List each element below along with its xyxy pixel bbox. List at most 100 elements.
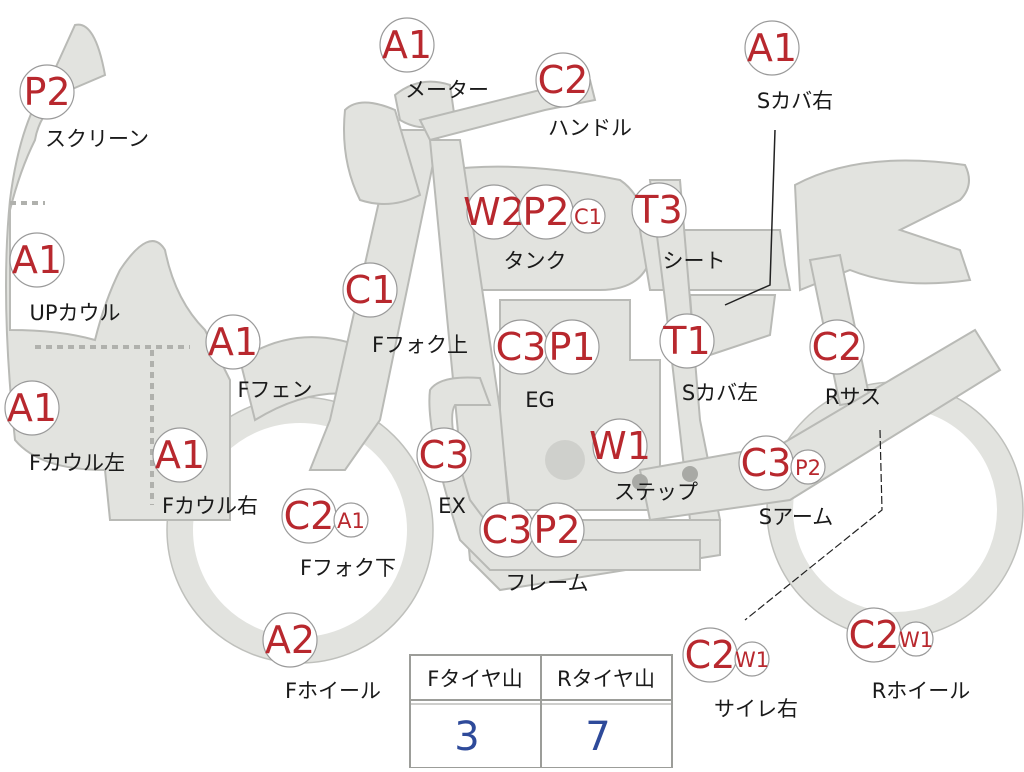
- secondary-grade-badge: [734, 641, 770, 677]
- grade-code: C3: [419, 433, 470, 477]
- secondary-grade-badge: [790, 449, 826, 485]
- grade-badge: [152, 427, 208, 483]
- pivot-shape-1: [632, 474, 648, 490]
- pivot-shape-2: [682, 466, 698, 482]
- part-name-label: Fフォク上: [372, 333, 468, 357]
- grade-code: P2: [23, 70, 70, 114]
- part-name-label: フレーム: [505, 571, 588, 595]
- part-name-label: ハンドル: [548, 116, 632, 140]
- rear-tread-header: Rタイヤ山: [557, 667, 655, 691]
- grade-badge: [535, 52, 591, 108]
- front-tread-value: 3: [454, 714, 479, 760]
- part-name-label: Rホイール: [872, 679, 971, 703]
- part-name-label: Fフェン: [237, 378, 312, 402]
- grade-code: T1: [662, 319, 710, 363]
- part-step: W1 ステップ: [589, 418, 698, 504]
- engine-cover-shape: [545, 440, 585, 480]
- grade-code: W2: [463, 190, 525, 234]
- part-name-label: Sアーム: [759, 505, 833, 529]
- grade-badge: [592, 418, 648, 474]
- part-name-label: ステップ: [614, 480, 698, 504]
- part-name-label: EG: [525, 388, 555, 412]
- grade-badge: [342, 262, 398, 318]
- grade-code: P1: [548, 325, 595, 369]
- grade-code: C2: [849, 613, 900, 657]
- headlight-shape: [343, 101, 422, 205]
- secondary-grade-code: W1: [899, 628, 933, 652]
- grade-badge: [809, 319, 865, 375]
- grade-badge: [19, 64, 75, 120]
- grade-badge: [416, 427, 472, 483]
- grade-badge: [529, 502, 585, 558]
- grade-badge: [544, 319, 600, 375]
- front-tread-header: Fタイヤ山: [427, 667, 522, 691]
- secondary-grade-code: W1: [735, 648, 769, 672]
- grade-code: A2: [265, 618, 315, 662]
- grade-code: P2: [522, 190, 569, 234]
- grade-code: A1: [155, 433, 205, 477]
- part-name-label: メーター: [405, 78, 489, 102]
- grade-code: C2: [812, 325, 863, 369]
- grade-code: C3: [496, 325, 547, 369]
- grade-badge: [379, 17, 435, 73]
- tire-tread-table: Fタイヤ山 Rタイヤ山 3 7: [409, 654, 673, 769]
- grade-badge: [262, 612, 318, 668]
- grade-code: C3: [741, 441, 792, 485]
- grade-code: A1: [7, 386, 57, 430]
- grade-code: C1: [345, 268, 396, 312]
- part-name-label: EX: [438, 494, 466, 518]
- secondary-grade-badge: [333, 502, 369, 538]
- grade-badge: [659, 313, 715, 369]
- part-name-label: シート: [663, 249, 726, 273]
- grade-code: A1: [12, 238, 62, 282]
- part-name-label: Rサス: [825, 385, 881, 409]
- grade-code: C2: [538, 58, 589, 102]
- part-name-label: Fホイール: [285, 679, 381, 703]
- part-name-label: Fカウル右: [162, 494, 258, 518]
- grade-badge: [9, 232, 65, 288]
- grade-code: A1: [382, 23, 432, 67]
- part-name-label: Sカバ右: [757, 89, 833, 113]
- part-name-label: Fカウル左: [29, 451, 125, 475]
- part-name-label: Fフォク下: [300, 556, 396, 580]
- cowl-shape: [5, 23, 231, 521]
- grade-badge: [4, 380, 60, 436]
- grade-code: A1: [747, 26, 797, 70]
- grade-code: T3: [634, 188, 682, 232]
- grade-code: C2: [284, 494, 335, 538]
- grade-code: W1: [589, 424, 651, 468]
- grade-badge: [631, 182, 687, 238]
- secondary-grade-code: A1: [337, 509, 365, 533]
- grade-badge: [205, 314, 261, 370]
- part-name-label: タンク: [504, 249, 567, 273]
- grade-code: C2: [685, 633, 736, 677]
- part-seat: T3 シート: [631, 182, 726, 273]
- secondary-grade-code: P2: [795, 456, 821, 480]
- grade-code: P2: [533, 508, 580, 552]
- secondary-grade-badge: [570, 198, 606, 234]
- secondary-grade-badge: [898, 621, 934, 657]
- part-name-label: サイレ右: [714, 697, 798, 721]
- secondary-grade-code: C1: [574, 205, 602, 229]
- part-handle: C2 ハンドル: [535, 52, 632, 140]
- rear-tread-value: 7: [585, 714, 610, 760]
